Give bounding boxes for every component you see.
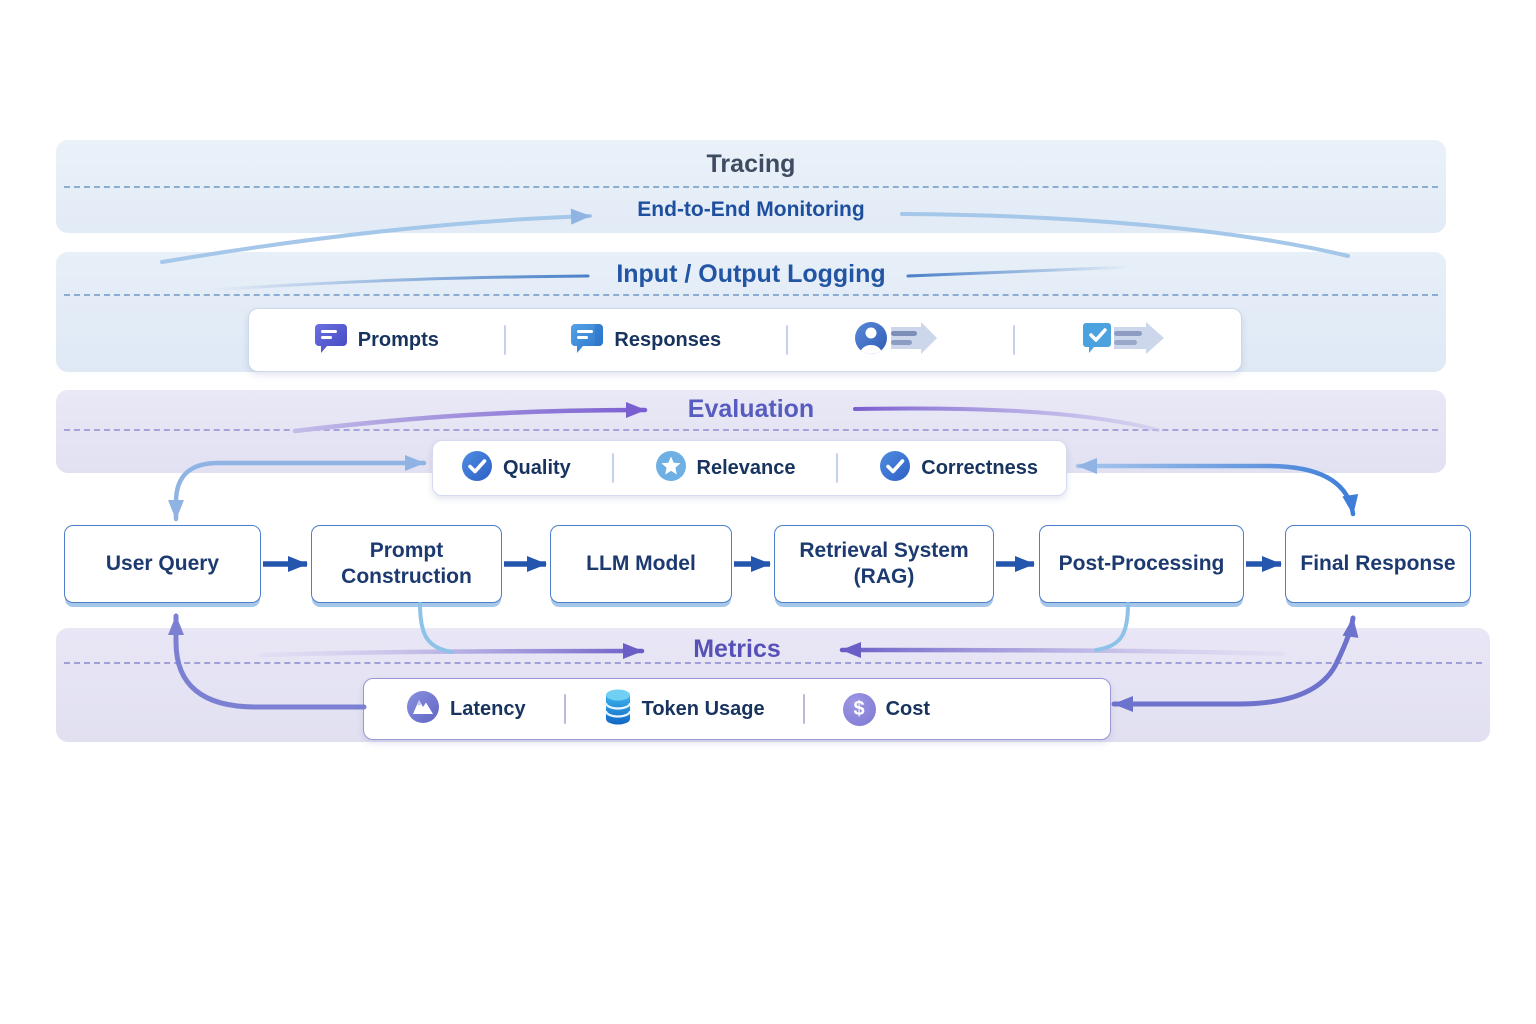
arrow-final-response-to-evaluation bbox=[1075, 458, 1359, 517]
eval-item-quality: Quality bbox=[461, 450, 571, 487]
tracing-title: Tracing bbox=[706, 150, 796, 178]
check-circle-icon bbox=[461, 450, 493, 487]
evaluation-box: Quality Relevance Correctness bbox=[432, 440, 1067, 496]
divider bbox=[785, 325, 788, 355]
check-circle-icon bbox=[879, 450, 911, 487]
eval-item-label: Correctness bbox=[921, 456, 1038, 479]
io-item-check-log bbox=[1080, 319, 1176, 362]
eval-item-label: Quality bbox=[503, 456, 571, 479]
divider bbox=[836, 453, 839, 483]
metrics-box: Latency Token Usage $ Cost bbox=[363, 678, 1111, 740]
io-item-responses: Responses bbox=[570, 322, 721, 359]
metrics-title: Metrics bbox=[693, 635, 781, 663]
node-post-processing: Post-Processing bbox=[1039, 525, 1244, 603]
node-llm-model: LLM Model bbox=[550, 525, 732, 603]
io-dashed-divider bbox=[64, 294, 1438, 296]
divider bbox=[611, 453, 614, 483]
database-icon bbox=[604, 689, 632, 730]
node-prompt-construction: Prompt Construction bbox=[311, 525, 502, 603]
tracing-dashed-divider bbox=[64, 186, 1438, 188]
node-retrieval-system: Retrieval System (RAG) bbox=[774, 525, 994, 603]
response-bubble-icon bbox=[570, 322, 604, 359]
metrics-item-token-usage: Token Usage bbox=[604, 689, 765, 730]
end-to-end-monitoring-label: End-to-End Monitoring bbox=[637, 198, 865, 221]
metrics-item-latency: Latency bbox=[406, 690, 526, 729]
prompt-bubble-icon bbox=[314, 322, 348, 359]
metrics-item-label: Token Usage bbox=[641, 697, 765, 720]
eval-item-correctness: Correctness bbox=[879, 450, 1038, 487]
metrics-dashed-divider bbox=[64, 662, 1482, 664]
mountain-icon bbox=[406, 690, 440, 729]
metrics-item-label: Latency bbox=[450, 697, 526, 720]
node-user-query: User Query bbox=[64, 525, 261, 603]
metrics-item-label: Cost bbox=[885, 697, 931, 720]
evaluation-dashed-divider bbox=[64, 429, 1438, 431]
divider bbox=[802, 694, 805, 724]
dollar-icon: $ bbox=[842, 692, 876, 726]
user-log-icon bbox=[853, 319, 939, 362]
divider bbox=[1013, 325, 1016, 355]
eval-item-relevance: Relevance bbox=[655, 450, 796, 487]
tracing-band: Tracing End-to-End Monitoring bbox=[56, 140, 1446, 233]
check-log-icon bbox=[1080, 319, 1166, 362]
io-item-label: Prompts bbox=[357, 328, 439, 351]
io-logging-box: Prompts Responses bbox=[248, 308, 1242, 372]
io-item-label: Responses bbox=[614, 328, 722, 351]
eval-item-label: Relevance bbox=[696, 456, 796, 479]
io-item-prompts: Prompts bbox=[314, 322, 439, 359]
io-logging-title: Input / Output Logging bbox=[616, 260, 886, 288]
metrics-item-cost: $ Cost bbox=[842, 692, 931, 726]
divider bbox=[503, 325, 506, 355]
divider bbox=[563, 694, 566, 724]
evaluation-title: Evaluation bbox=[687, 395, 815, 423]
star-circle-icon bbox=[655, 450, 687, 487]
node-final-response: Final Response bbox=[1285, 525, 1471, 603]
io-item-user-log bbox=[853, 319, 949, 362]
